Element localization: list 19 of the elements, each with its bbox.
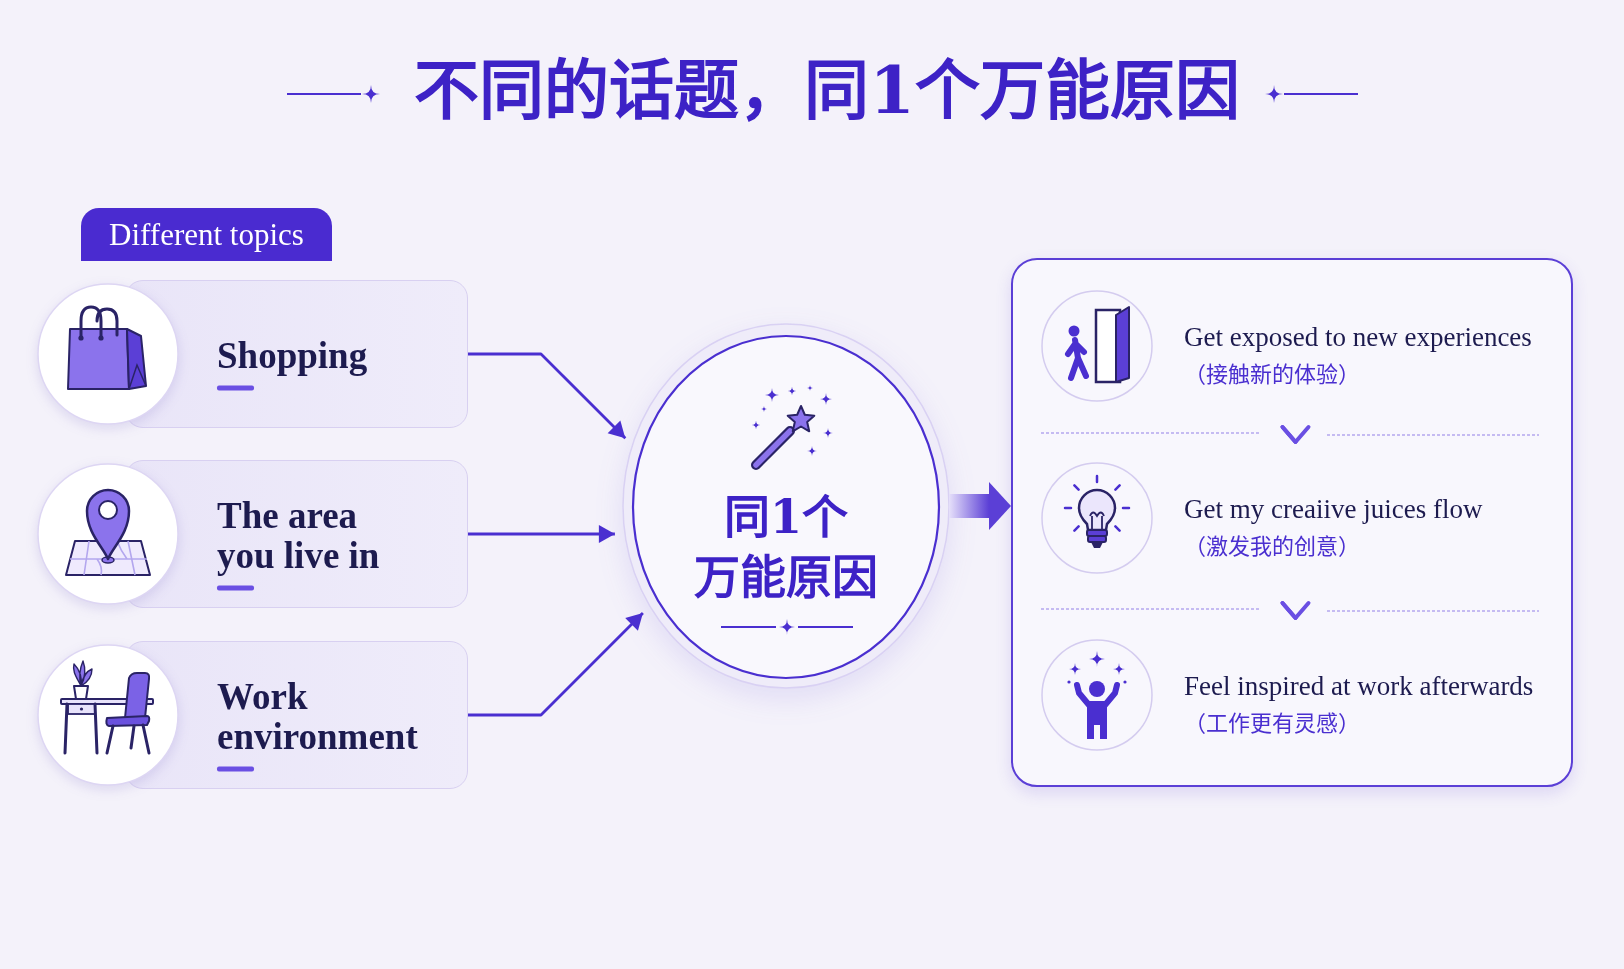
topic-label: The area you live in [217,495,381,576]
connector-arrow [468,612,644,717]
outcome-text: Get my creaiive juices flow [1184,492,1484,526]
chevron-arrow [1280,425,1311,444]
translation-text: （激发我的创意） [1184,532,1361,561]
hub-title: 同1个万能原因 [694,489,878,606]
translation-text: （工作更有灵感） [1184,709,1361,738]
section-tab: Different topics [81,208,332,261]
outcome-text: Get exposed to new experiences [1184,320,1533,354]
topic-label: Shopping [217,335,369,376]
topic-label: Work environment [217,676,419,757]
outcome-text: Feel inspired at work afterwards [1184,669,1535,703]
chevron-arrow [1280,601,1311,620]
translation-text: （接触新的体验） [1184,360,1361,389]
outcome-panel [1011,258,1573,787]
page-title: 不同的话题，同1个万能原因 [414,53,1240,128]
connector-arrow [468,525,615,543]
block-arrow [949,482,1011,530]
connector-arrow [468,352,627,440]
